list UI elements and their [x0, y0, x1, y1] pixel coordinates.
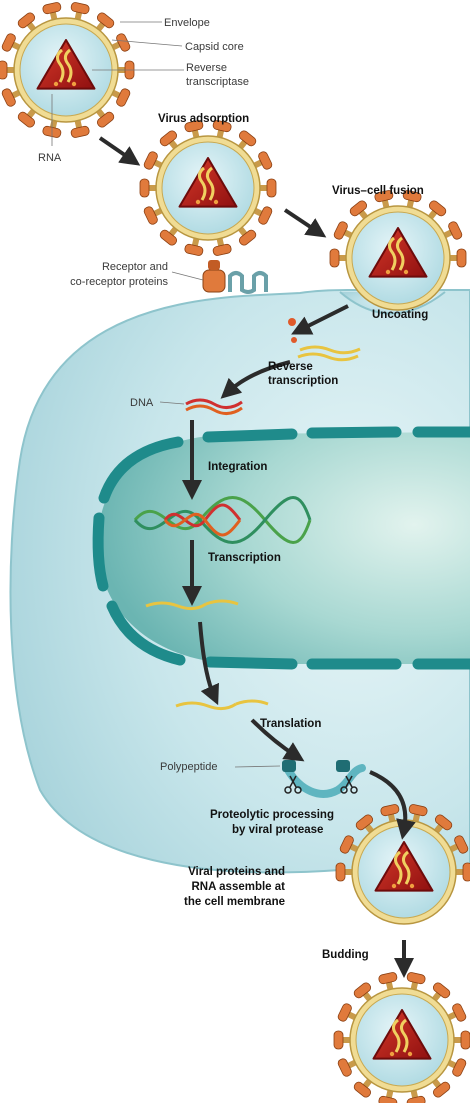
step-integration: Integration — [208, 461, 267, 473]
step-proteolytic-line1: Proteolytic processing — [210, 809, 334, 821]
step-translation: Translation — [260, 718, 321, 730]
label-receptor-line1: Receptor and — [102, 261, 168, 273]
step-transcription: Transcription — [208, 552, 281, 564]
step-assembly-line2: RNA assemble at — [191, 881, 285, 893]
step-proteolytic-line2: by viral protease — [232, 824, 323, 836]
label-envelope: Envelope — [164, 17, 210, 29]
step-uncoating: Uncoating — [372, 309, 428, 321]
label-reverse-transcriptase-line2: transcriptase — [186, 76, 249, 88]
nucleus-body — [98, 432, 470, 664]
nucleus — [98, 432, 470, 664]
label-capsid-core: Capsid core — [185, 41, 244, 53]
virus-particle-adsorbing — [140, 120, 276, 257]
label-rna: RNA — [38, 152, 62, 164]
label-receptor-line2: co-receptor proteins — [70, 276, 168, 288]
step-assembly-line1: Viral proteins and — [188, 866, 285, 878]
step-virus-adsorption: Virus adsorption — [158, 113, 249, 125]
label-dna: DNA — [130, 397, 154, 409]
step-assembly-line3: the cell membrane — [184, 896, 285, 908]
arrow-fusion — [285, 210, 318, 232]
step-reverse-transcription-line2: transcription — [268, 375, 338, 387]
step-budding: Budding — [322, 949, 369, 961]
receptor-proteins — [203, 260, 266, 292]
step-virus-cell-fusion: Virus–cell fusion — [332, 185, 424, 197]
step-reverse-transcription-line1: Reverse — [268, 361, 313, 373]
label-reverse-transcriptase-line1: Reverse — [186, 62, 227, 74]
co-receptor-protein — [230, 273, 266, 292]
virus-particle-mature — [334, 972, 470, 1103]
arrow-adsorption — [100, 138, 132, 160]
label-polypeptide: Polypeptide — [160, 761, 218, 773]
receptor-protein — [203, 270, 225, 292]
